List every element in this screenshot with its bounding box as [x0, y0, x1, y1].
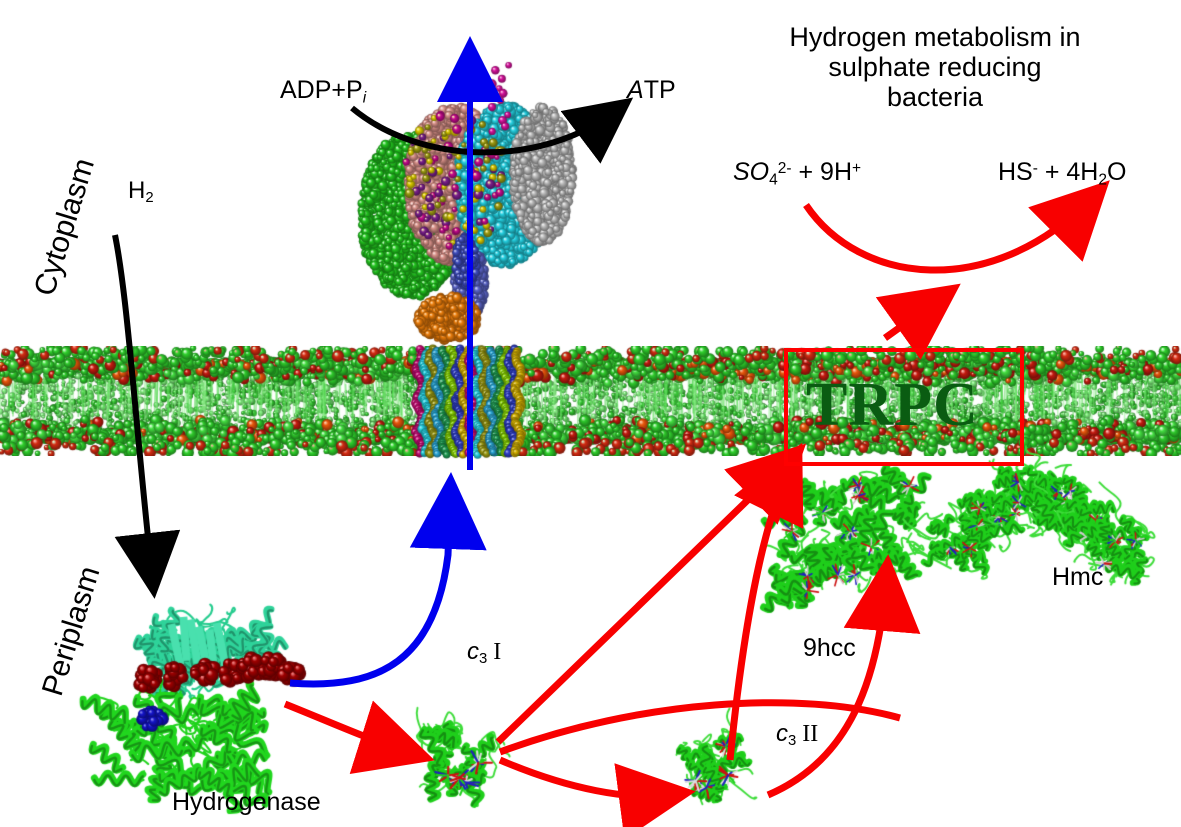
atp-synthesis-arrow [350, 97, 634, 164]
sulphate-equation: SO42- + 9H+ [733, 158, 861, 189]
c3I-numeral: I [493, 639, 502, 665]
c3II-c: c [776, 720, 788, 747]
h2-subscript: 2 [145, 190, 154, 207]
water-o: O [1106, 158, 1127, 186]
figure-title: Hydrogen metabolism in sulphate reducing… [725, 22, 1145, 113]
title-line-1: Hydrogen metabolism in [789, 22, 1081, 52]
water-subscript: 2 [1098, 171, 1107, 189]
so4-charge: 2- [777, 160, 792, 178]
title-line-3: bacteria [886, 82, 984, 113]
h2-entry-arrow [112, 234, 181, 599]
atp-tp: TP [643, 76, 676, 104]
cytochrome-c3-I-label: c3 I [467, 638, 502, 668]
atp-label: ATP [627, 76, 676, 104]
c3I-c: c [467, 638, 479, 665]
cytochrome-c3-II-label: c3 II [776, 720, 819, 750]
adp-text: ADP+P [280, 76, 363, 104]
adp-pi-label: ADP+Pi [280, 76, 366, 107]
c3II-sub: 3 [788, 733, 797, 750]
trpc-to-sulphate-arrow [875, 283, 961, 360]
c3I-sub: 3 [479, 651, 488, 668]
h2-label: H2 [128, 177, 154, 207]
trpc-label: TRPC [806, 371, 979, 439]
atp-a: A [627, 76, 644, 104]
hydrogenase-to-c3I-arrow [283, 700, 435, 774]
ninehcc-to-trpc-arrow [726, 442, 804, 761]
title-line-2: sulphate reducing [828, 52, 1042, 83]
hmc-label: Hmc [1052, 563, 1104, 591]
c3II-to-9hcc-arrow [766, 554, 921, 799]
c3I-to-c3II-arrow [498, 756, 696, 827]
ninehcc-label: 9hcc [803, 634, 856, 662]
trpc-highlight-box[interactable] [784, 348, 1024, 466]
c3I-to-9hcc-arrow [498, 699, 901, 756]
c3II-numeral: II [802, 721, 819, 747]
water-rest: + 4H [1037, 158, 1099, 186]
sulphate-reduction-arrow [803, 180, 1110, 274]
pi-subscript: i [362, 89, 367, 107]
so4-subscript: 4 [769, 171, 778, 189]
h2-symbol: H [128, 177, 146, 204]
hs-text: HS [998, 158, 1033, 186]
so4-text: SO [733, 158, 770, 186]
hydrogenase-to-membrane-arrow [289, 472, 487, 688]
proton-charge: + [852, 160, 862, 178]
sulphide-equation: HS- + 4H2O [998, 158, 1126, 189]
so4-rest: + 9H [791, 158, 852, 186]
hs-charge: - [1032, 160, 1038, 178]
hydrogenase-label: Hydrogenase [172, 788, 321, 816]
